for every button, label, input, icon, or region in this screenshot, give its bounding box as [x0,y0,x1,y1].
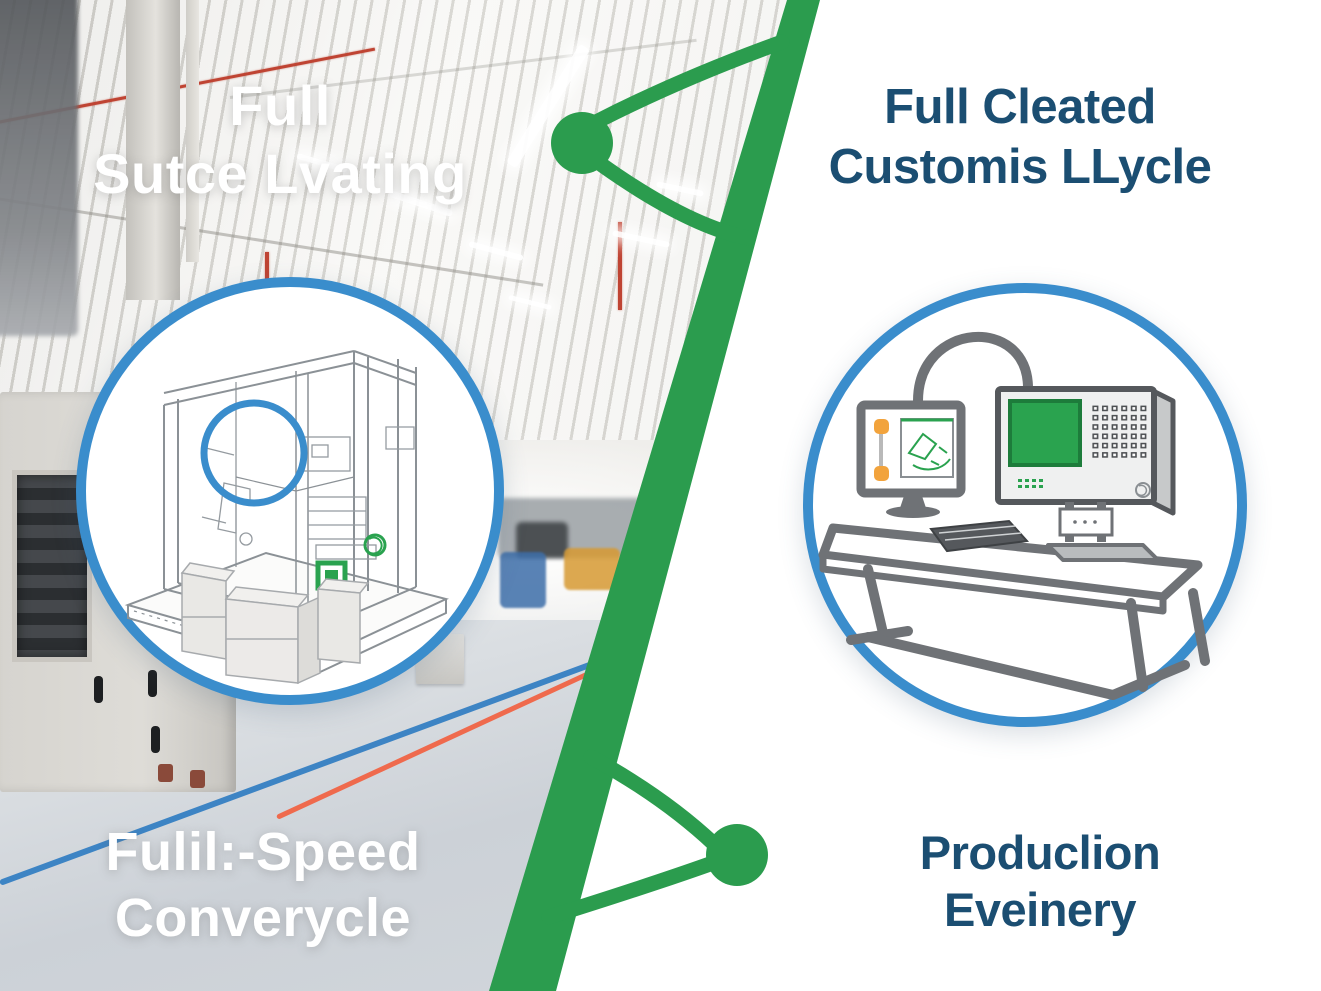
left-heading-line1: Full [229,74,331,137]
machine-blueprint-badge [76,277,504,705]
pallet-crates [622,556,652,590]
cable-arc [913,331,1033,402]
part-sketch [907,432,951,471]
monitor-stand [900,493,926,508]
machine-handle [148,670,157,697]
workbench-desk [818,523,1210,700]
right-caption-line1: Produclion [919,826,1161,879]
left-caption: Fulil:-Speed Converycle [28,820,498,952]
caliper-knob [874,419,889,434]
monitor-platform [1046,543,1160,562]
left-caption-line1: Fulil:-Speed [105,822,421,882]
machine-foot [190,770,205,788]
machine-handle [151,726,160,753]
right-caption-line2: Eveinery [944,883,1136,937]
right-heading-line2: Customis LLycle [828,139,1212,194]
workstation-illustration [818,331,1210,700]
right-heading: Full Cleated Customis LLycle [800,78,1240,198]
code-readout [1018,479,1043,488]
control-panel [995,386,1176,562]
button-grid [1090,403,1148,459]
machine-handle [94,676,103,703]
vertical-pipe [186,0,199,262]
workstation-badge [803,283,1247,727]
design-monitor [856,400,966,518]
blue-bin [500,552,546,608]
left-heading: Full Sutce Lvating [40,72,520,209]
pallet-crates [564,548,620,590]
caliper-knob [874,466,889,481]
right-caption: Produclion Eveinery [830,824,1250,939]
green-swirl-icon [363,533,387,557]
left-caption-line2: Converycle [114,887,412,948]
vertical-duct-column [126,0,180,300]
right-heading-line1: Full Cleated [884,80,1156,134]
machine-foot [158,764,173,782]
blueprint-boxes [180,562,370,685]
keyboard [929,519,1030,553]
monitor-base [886,506,940,518]
left-heading-line2: Sutce Lvating [93,142,467,206]
machine-enclosure-illustration [124,350,449,685]
wireframe-components [201,426,415,560]
dark-steel-structure [0,0,78,336]
detail-highlight-circle [200,399,308,507]
green-screen [1008,399,1082,467]
sketch-panel [900,418,954,478]
brand-logo-swirl [1135,482,1151,498]
